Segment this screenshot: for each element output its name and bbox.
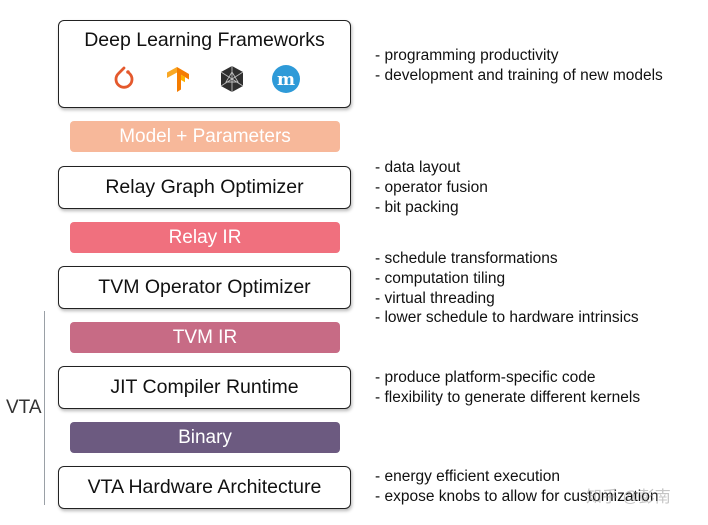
tvm-ir-bar: TVM IR <box>70 322 340 353</box>
mxnet-icon <box>220 66 243 92</box>
watermark: 知乎 @彭南 <box>586 489 671 506</box>
note-item: - programming productivity <box>375 47 559 64</box>
relay-graph-optimizer-box: Relay Graph Optimizer <box>58 166 351 209</box>
pytorch-icon <box>114 66 133 89</box>
note-item: - lower schedule to hardware intrinsics <box>375 309 639 327</box>
note-item: - flexibility to generate different kern… <box>375 388 641 406</box>
note-item: - virtual threading <box>375 289 495 307</box>
note-item: - development and training of new models <box>375 66 663 84</box>
tvm-operator-optimizer-box: TVM Operator Optimizer <box>58 266 351 309</box>
frameworks-title: Deep Learning Frameworks <box>84 29 325 51</box>
note-item: - produce platform-specific code <box>375 369 596 386</box>
frameworks-notes: - programming productivity - development… <box>375 46 663 86</box>
note-item: - energy efficient execution <box>375 468 560 485</box>
svg-text:m: m <box>277 70 295 90</box>
relay-notes: - data layout - operator fusion - bit pa… <box>375 158 488 217</box>
note-item: - computation tiling <box>375 269 506 287</box>
jit-compiler-runtime-box: JIT Compiler Runtime <box>58 366 351 409</box>
model-parameters-bar: Model + Parameters <box>70 121 340 152</box>
vta-bracket-line <box>44 311 45 505</box>
binary-bar: Binary <box>70 422 340 453</box>
tvm-notes: - schedule transformations - computation… <box>375 249 639 328</box>
note-item: - expose knobs to allow for customizatio… <box>375 487 659 505</box>
tensorflow-icon <box>166 67 189 92</box>
relay-ir-bar: Relay IR <box>70 222 340 253</box>
vta-notes: - energy efficient execution - expose kn… <box>375 467 658 507</box>
mindspore-icon: m <box>271 65 300 93</box>
jit-notes: - produce platform-specific code - flexi… <box>375 368 640 408</box>
note-item: - operator fusion <box>375 178 488 196</box>
vta-hardware-architecture-box: VTA Hardware Architecture <box>58 466 351 509</box>
note-item: - bit packing <box>375 198 459 216</box>
note-item: - schedule transformations <box>375 250 558 267</box>
vta-label: VTA <box>6 397 42 418</box>
deep-learning-frameworks-box: Deep Learning Frameworks m <box>58 20 351 108</box>
note-item: - data layout <box>375 159 461 176</box>
framework-icons: m <box>59 64 350 94</box>
